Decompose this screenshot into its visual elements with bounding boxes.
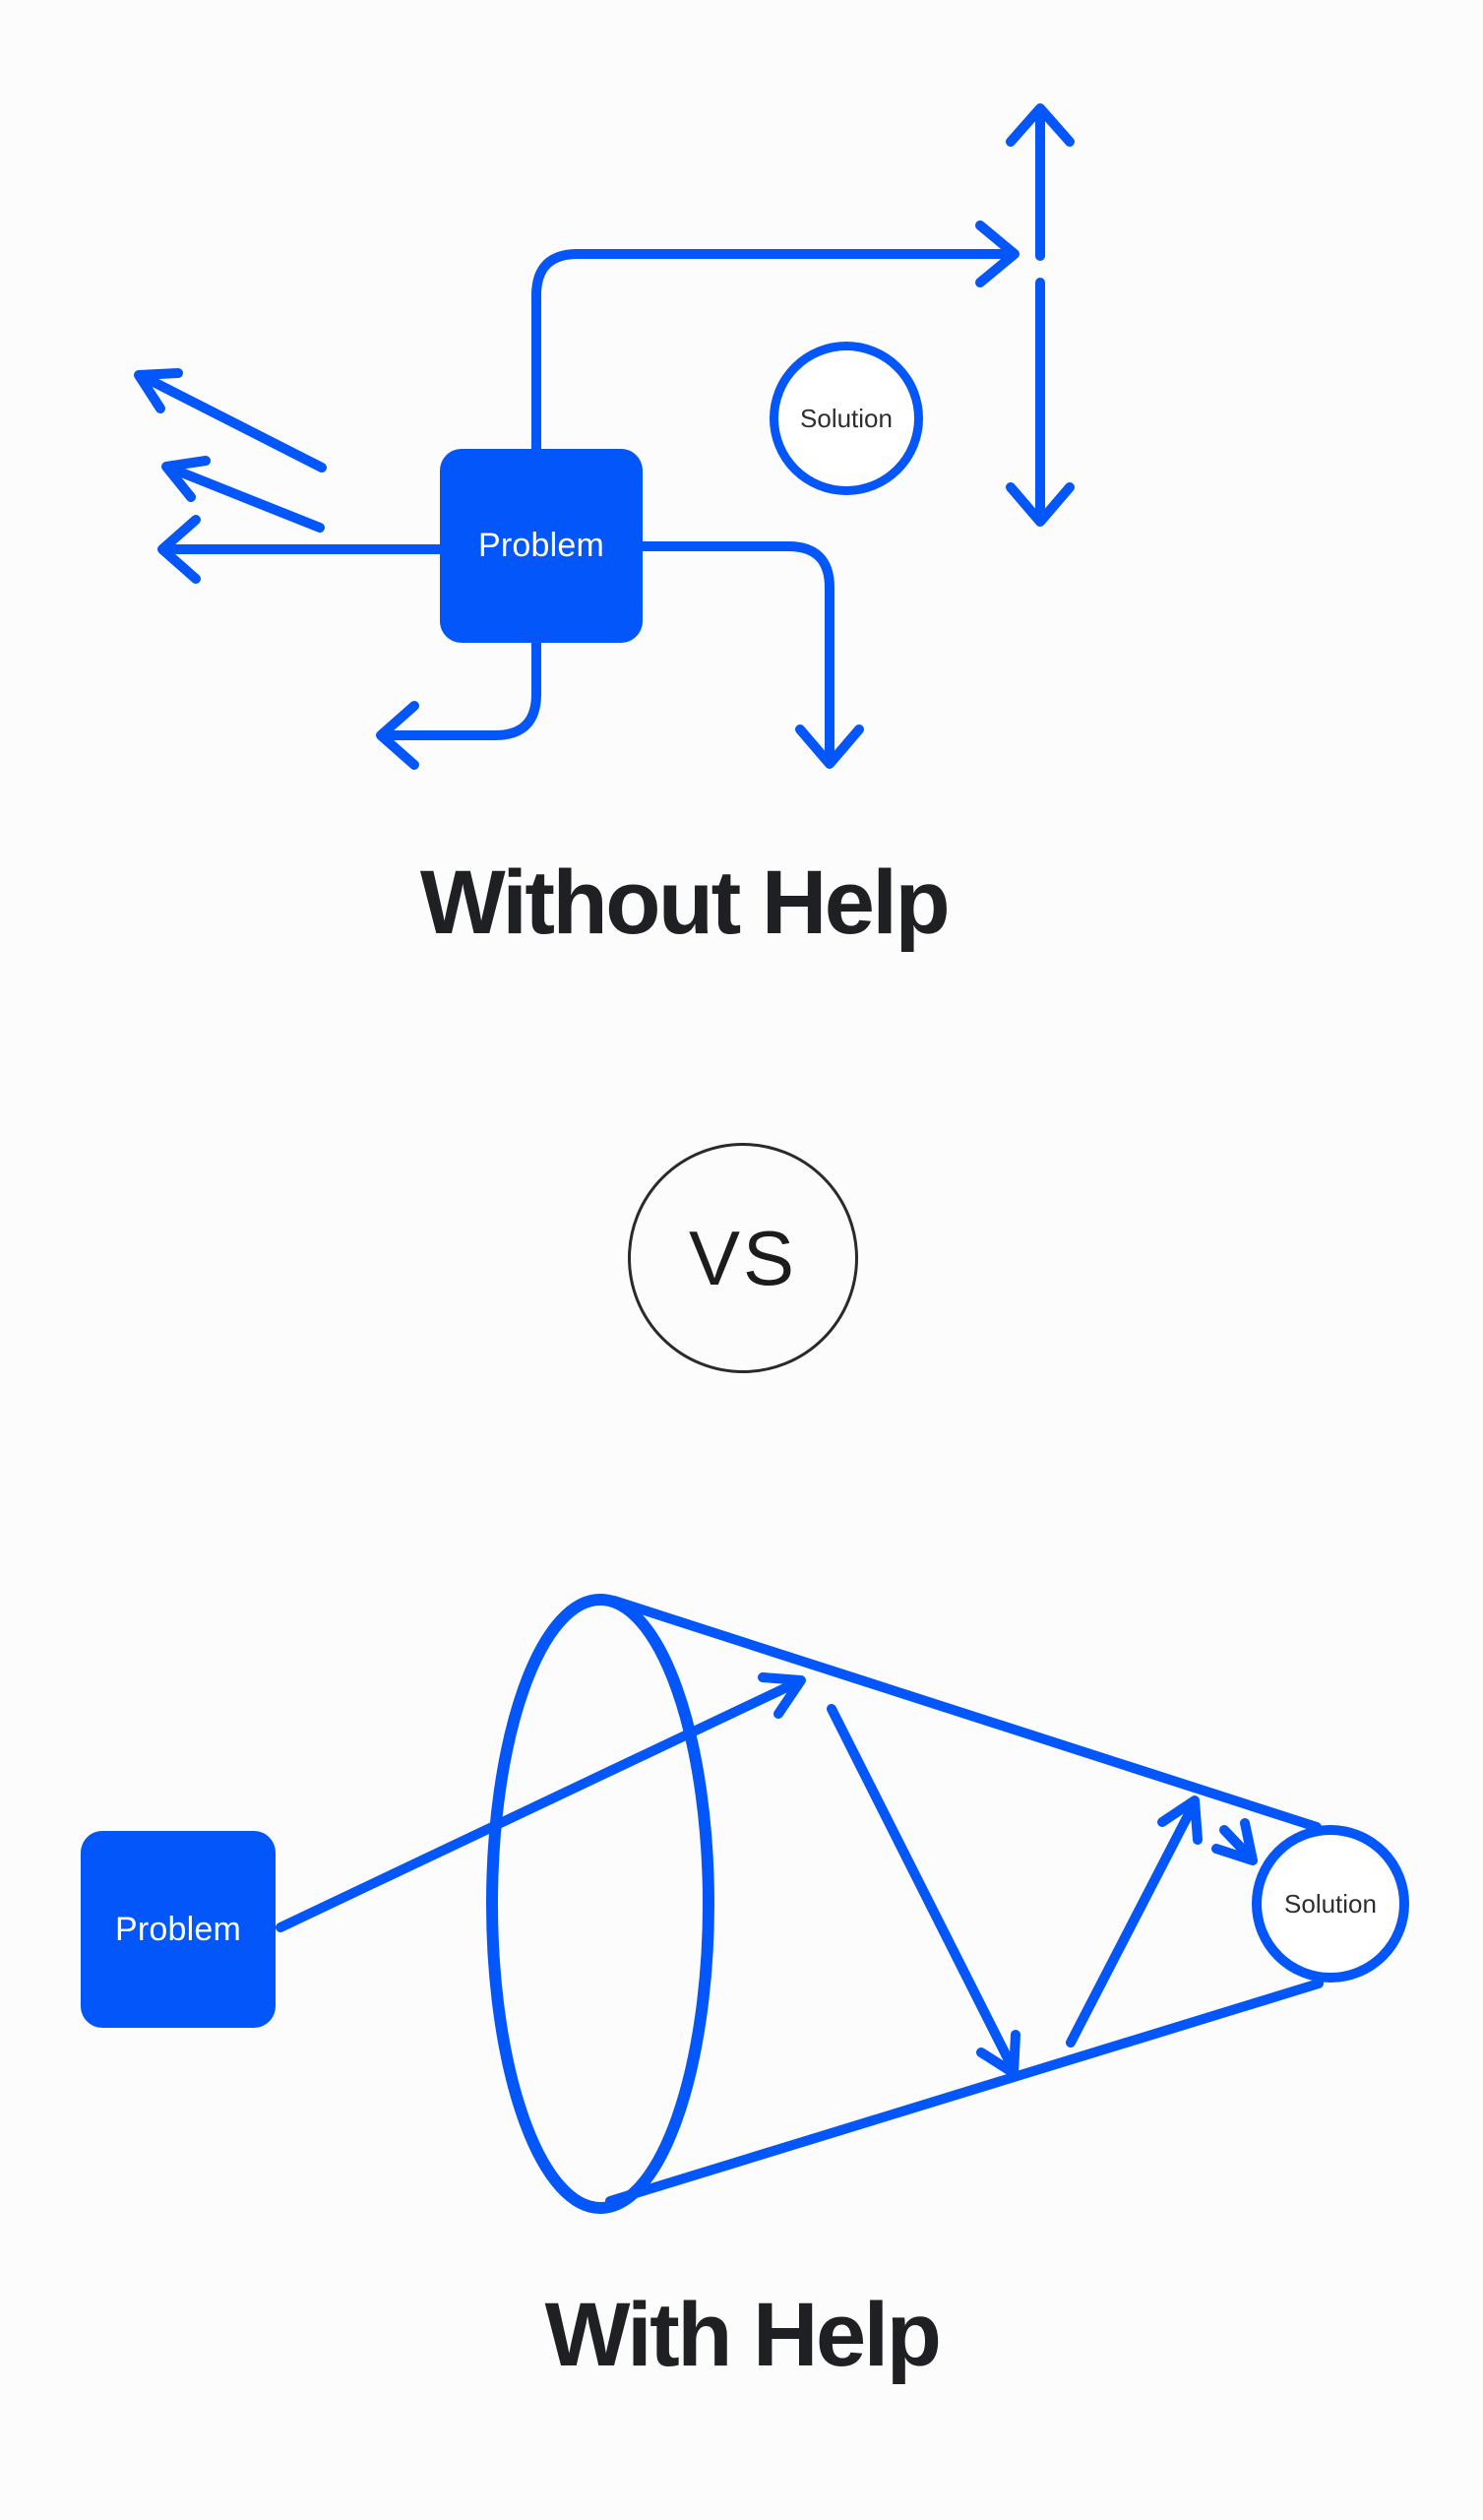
zigzag-up-arrowhead-icon	[1157, 1796, 1203, 1845]
zigzag-up-arrow-line	[1066, 1801, 1198, 2048]
diagonal-arrow-1-line	[145, 375, 327, 472]
elbow-down-left-arrowhead-icon	[376, 701, 419, 770]
vertical-arrow-down-head-icon	[1006, 482, 1075, 527]
solution-node: Solution	[770, 342, 923, 495]
funnel-mouth-ellipse	[486, 1594, 714, 2214]
final-arrow-line	[1219, 1825, 1249, 1856]
problem-node: Problem	[81, 1831, 276, 2028]
diagonal-arrow-2-head-icon	[161, 456, 211, 502]
entry-arrowhead-icon	[758, 1672, 806, 1719]
vertical-arrow-up-head-icon	[1006, 103, 1075, 147]
problem-label: Problem	[114, 1910, 241, 1948]
zigzag-down-arrowhead-icon	[976, 2030, 1020, 2078]
vs-label: VS	[688, 1214, 798, 1301]
elbow-up-right-arrowhead-icon	[975, 220, 1020, 287]
chaotic-arrows-graphic	[134, 103, 1075, 770]
entry-arrow-line	[276, 1679, 798, 1932]
vs-badge: VS	[628, 1143, 858, 1373]
diagonal-arrow-1-head-icon	[134, 368, 183, 413]
funnel-bottom-edge	[605, 1979, 1324, 2206]
solution-label: Solution	[800, 403, 893, 433]
diagonal-arrow-2-line	[169, 465, 325, 533]
elbow-down-left-arrow	[381, 638, 541, 740]
elbow-right-down-arrowhead-icon	[795, 724, 864, 769]
with-help-title: With Help	[544, 2285, 942, 2385]
elbow-up-right-arrow	[531, 249, 1011, 454]
problem-label: Problem	[477, 527, 604, 564]
without-help-title: Without Help	[419, 852, 951, 953]
solution-node: Solution	[1252, 1825, 1409, 1983]
left-arrowhead-icon	[157, 515, 201, 584]
zigzag-down-arrow-line	[827, 1704, 1017, 2071]
funnel-top-edge	[609, 1596, 1322, 1832]
final-arrowhead-icon	[1211, 1818, 1258, 1865]
elbow-right-down-arrow	[638, 541, 834, 763]
problem-node: Problem	[440, 449, 643, 643]
funnel-graphic	[276, 1594, 1324, 2214]
solution-label: Solution	[1284, 1888, 1377, 1919]
